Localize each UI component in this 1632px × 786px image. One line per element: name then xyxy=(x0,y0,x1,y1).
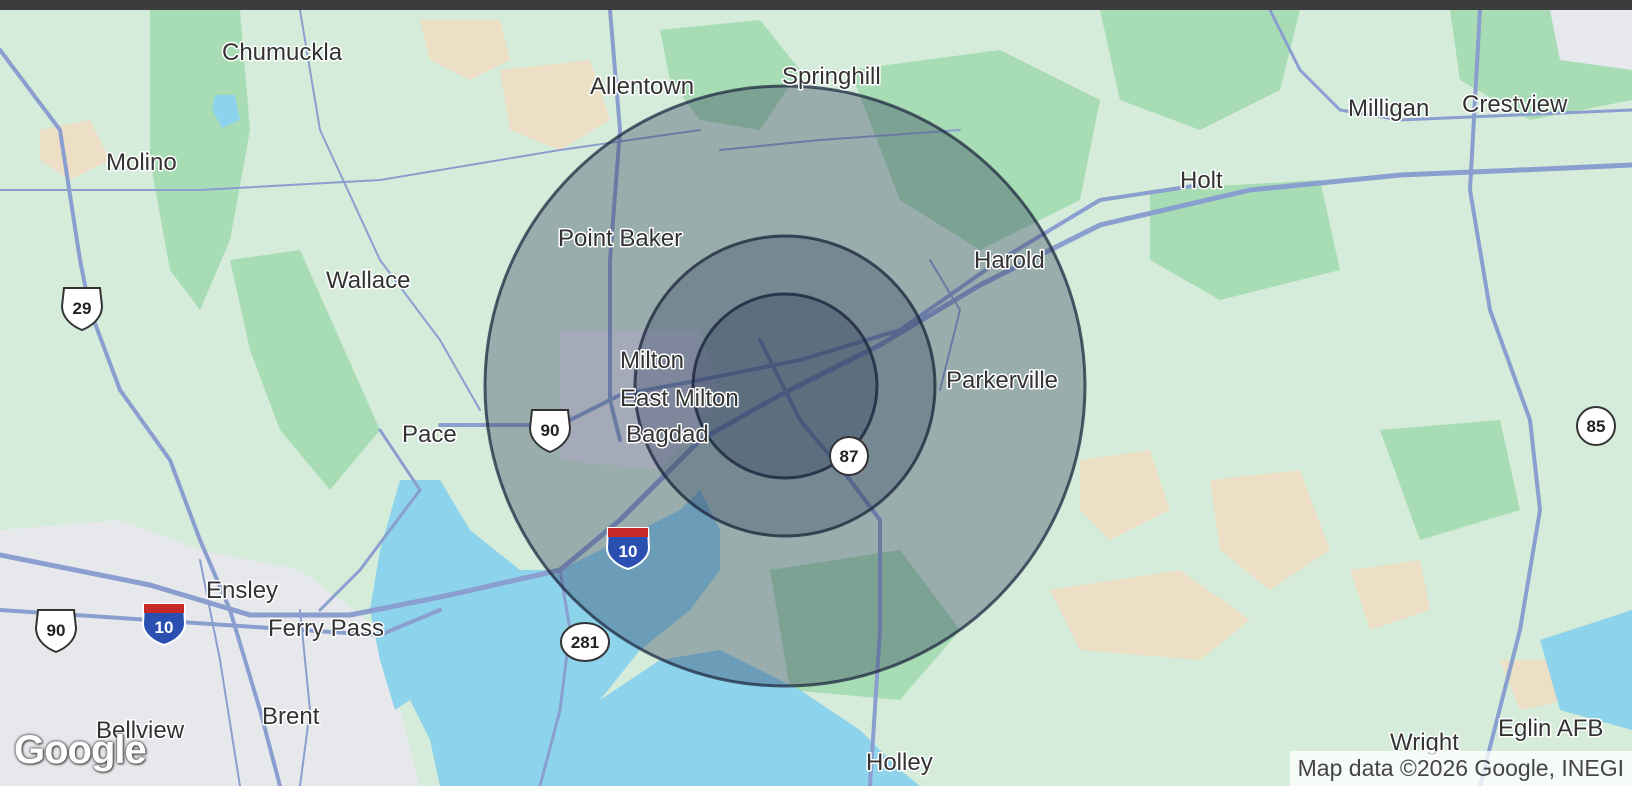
place-label: Bellview xyxy=(96,717,185,744)
place-label: Ferry Pass xyxy=(268,615,384,642)
svg-text:10: 10 xyxy=(619,542,638,561)
place-label: Holley xyxy=(866,749,933,776)
place-label: Allentown xyxy=(590,73,694,100)
place-label: Milligan xyxy=(1348,95,1429,122)
road-network xyxy=(0,10,1632,786)
place-label: Wallace xyxy=(326,267,410,294)
google-logo[interactable]: Google xyxy=(14,728,147,772)
place-label: Chumuckla xyxy=(222,39,343,66)
highway-shields: 29 90 90 10 10 87 xyxy=(34,287,1616,662)
sandy-areas xyxy=(40,20,1570,710)
sr-281-shield: 281 xyxy=(560,622,610,662)
place-label: Molino xyxy=(106,149,177,176)
inner-radius-ring xyxy=(691,292,879,480)
interstate-10-shield-west: 10 xyxy=(141,603,187,647)
top-bar xyxy=(0,0,1632,10)
place-label: Crestview xyxy=(1462,91,1568,118)
us-90-shield-west: 90 xyxy=(34,609,78,654)
map-svg[interactable]: 29 90 90 10 10 87 xyxy=(0,10,1632,786)
svg-text:87: 87 xyxy=(840,447,859,466)
place-label: Harold xyxy=(974,247,1045,274)
sr-85-shield: 85 xyxy=(1576,406,1616,446)
place-label: Point Baker xyxy=(558,225,682,252)
place-label: Eglin AFB xyxy=(1498,715,1603,742)
us-90-shield: 90 xyxy=(528,409,572,454)
place-label: Holt xyxy=(1180,167,1223,194)
sr-87-shield: 87 xyxy=(829,436,869,476)
place-label: Ensley xyxy=(206,577,278,604)
place-label: Milton xyxy=(620,347,684,374)
interstate-10-shield: 10 xyxy=(605,527,651,571)
us-29-shield: 29 xyxy=(60,287,104,332)
svg-text:281: 281 xyxy=(571,633,599,652)
place-label: Brent xyxy=(262,703,320,730)
svg-text:85: 85 xyxy=(1587,417,1606,436)
place-label: Bagdad xyxy=(626,421,709,448)
place-label: Parkerville xyxy=(946,367,1058,394)
park-areas xyxy=(150,10,1632,700)
place-label: Pace xyxy=(402,421,457,448)
place-labels: Chumuckla Allentown Springhill Milligan … xyxy=(95,38,1605,778)
svg-text:10: 10 xyxy=(155,618,174,637)
map-canvas[interactable]: 29 90 90 10 10 87 xyxy=(0,10,1632,786)
map-attribution[interactable]: Map data ©2026 Google, INEGI xyxy=(1289,751,1632,786)
svg-text:90: 90 xyxy=(47,621,66,640)
place-label: Springhill xyxy=(782,63,881,90)
svg-text:29: 29 xyxy=(73,299,92,318)
urban-areas xyxy=(0,10,1632,786)
svg-text:90: 90 xyxy=(541,421,560,440)
place-label: East Milton xyxy=(620,385,739,412)
